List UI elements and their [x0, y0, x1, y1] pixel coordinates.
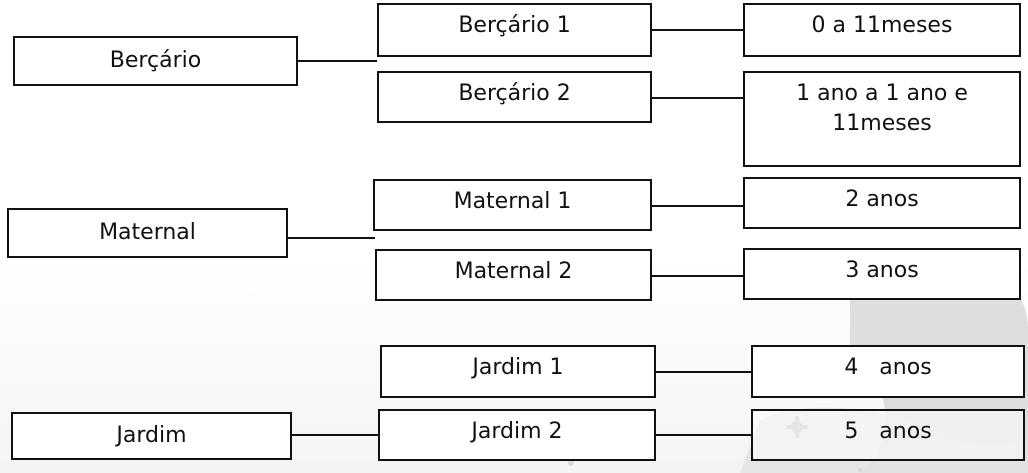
age-bercario-2-box: 1 ano a 1 ano e 11meses [743, 71, 1021, 167]
group-bercario-box: Berçário [13, 36, 298, 86]
age-bercario-1-box: 0 a 11meses [743, 3, 1021, 57]
class-label: Berçário 1 [458, 13, 571, 38]
connector-line [287, 237, 375, 239]
group-label: Jardim [116, 423, 187, 448]
group-label: Berçário [109, 48, 202, 73]
age-label: 4 anos [844, 355, 932, 380]
age-label: 2 anos [845, 187, 919, 212]
class-label: Jardim 2 [471, 419, 563, 444]
age-jardim-1-box: 4 anos [751, 345, 1025, 398]
class-bercario-1-box: Berçário 1 [377, 3, 652, 57]
age-label: 5 anos [844, 419, 932, 444]
class-jardim-2-box: Jardim 2 [378, 409, 656, 461]
age-label: 1 ano a 1 ano e 11meses [796, 81, 968, 136]
age-maternal-2-box: 3 anos [743, 248, 1021, 300]
class-jardim-1-box: Jardim 1 [380, 345, 656, 398]
connector-line [656, 434, 752, 436]
age-label: 3 anos [845, 258, 919, 283]
group-label: Maternal [99, 220, 196, 245]
connector-line [656, 371, 752, 373]
age-maternal-1-box: 2 anos [743, 177, 1021, 229]
class-label: Berçário 2 [458, 81, 571, 106]
connector-line [652, 275, 744, 277]
class-label: Jardim 1 [472, 355, 564, 380]
connector-line [652, 29, 744, 31]
class-bercario-2-box: Berçário 2 [377, 71, 652, 123]
class-label: Maternal 2 [454, 259, 573, 284]
class-maternal-2-box: Maternal 2 [375, 249, 652, 301]
group-maternal-box: Maternal [7, 208, 288, 258]
group-jardim-box: Jardim [11, 412, 292, 460]
connector-line [297, 60, 377, 62]
age-jardim-2-box: 5 anos [751, 409, 1025, 461]
connector-line [652, 205, 744, 207]
class-label: Maternal 1 [453, 189, 572, 214]
connector-line [652, 97, 744, 99]
class-maternal-1-box: Maternal 1 [373, 179, 652, 231]
connector-line [291, 434, 379, 436]
age-label: 0 a 11meses [811, 13, 953, 38]
